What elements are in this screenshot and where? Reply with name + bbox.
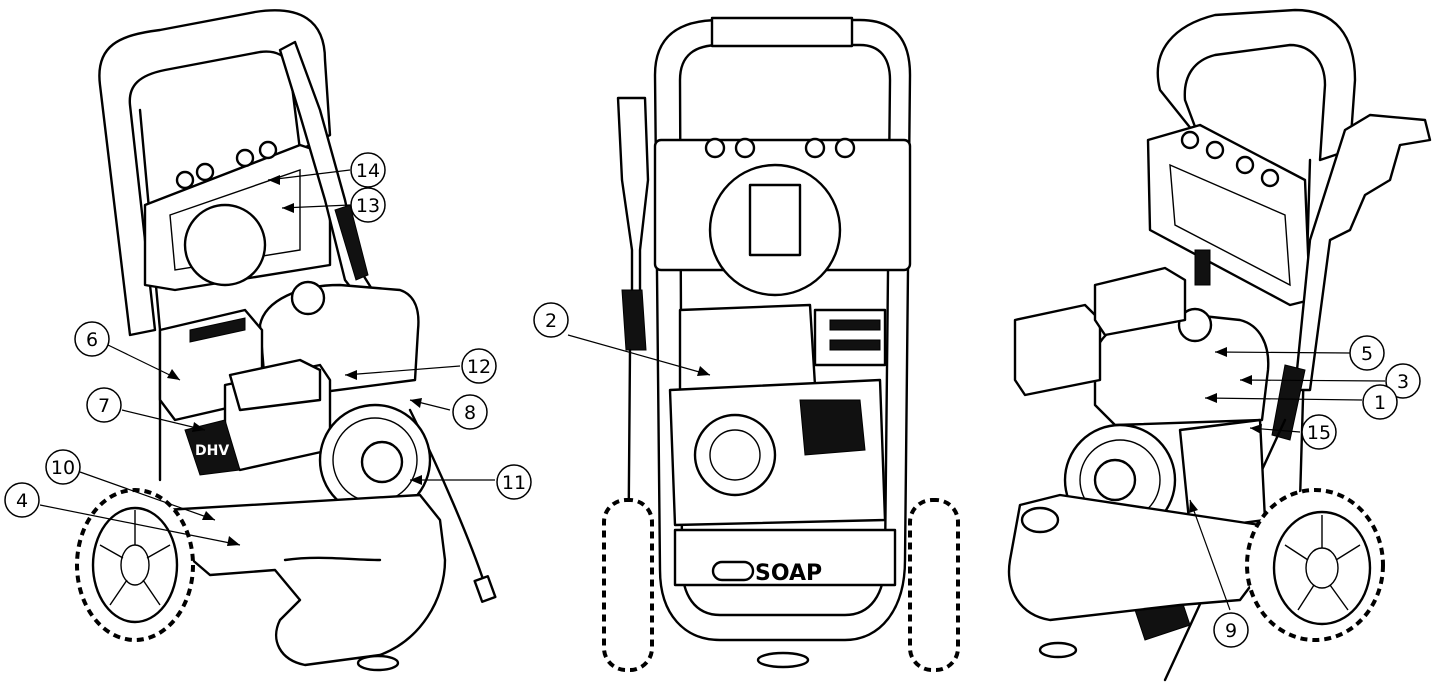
callout-14: 14: [350, 152, 386, 188]
frame-soap-text: SOAP: [755, 561, 822, 586]
svg-text:15: 15: [1307, 422, 1331, 444]
svg-text:7: 7: [98, 395, 110, 417]
callout-1: 1: [1362, 384, 1398, 420]
callout-15: 15: [1301, 414, 1337, 450]
svg-text:11: 11: [502, 472, 526, 494]
left-wheel: [75, 488, 195, 642]
svg-text:8: 8: [464, 402, 476, 424]
svg-text:6: 6: [86, 329, 98, 351]
center-wheel-right: [908, 498, 960, 672]
base-frame: [163, 493, 447, 667]
svg-text:10: 10: [51, 457, 75, 479]
svg-text:2: 2: [545, 310, 557, 332]
callout-10: 10: [45, 449, 81, 485]
center-view: SOAP: [602, 16, 960, 672]
callout-7: 7: [86, 387, 122, 423]
handle-frame: [98, 9, 332, 337]
svg-text:13: 13: [356, 195, 380, 217]
right-view: [1007, 8, 1432, 682]
callout-leaders: [39, 169, 1386, 611]
svg-text:4: 4: [16, 490, 28, 512]
callout-13: 13: [350, 187, 386, 223]
svg-text:5: 5: [1361, 343, 1373, 365]
center-base: [673, 528, 897, 587]
center-fuel-tank: [678, 303, 817, 392]
callout-2: 2: [533, 302, 569, 338]
hose-reel: [183, 203, 267, 287]
callouts: 14 13 6 12 7 8 10 11: [4, 152, 1421, 648]
right-wheel: [1245, 488, 1385, 642]
svg-text:9: 9: [1225, 620, 1237, 642]
right-handle-frame: [1156, 8, 1357, 162]
callout-8: 8: [452, 394, 488, 430]
callout-5: 5: [1349, 335, 1385, 371]
left-view: DHV: [75, 9, 497, 672]
center-wheel-left: [602, 498, 654, 672]
callout-6: 6: [74, 321, 110, 357]
callout-11: 11: [496, 464, 532, 500]
callout-12: 12: [461, 348, 497, 384]
callout-4: 4: [4, 482, 40, 518]
callout-3: 3: [1385, 363, 1421, 399]
callout-9: 9: [1213, 612, 1249, 648]
svg-text:14: 14: [356, 160, 380, 182]
svg-text:3: 3: [1397, 371, 1409, 393]
engine-brand-text: DHV: [195, 443, 229, 459]
svg-text:1: 1: [1374, 392, 1386, 414]
svg-text:12: 12: [467, 356, 491, 378]
